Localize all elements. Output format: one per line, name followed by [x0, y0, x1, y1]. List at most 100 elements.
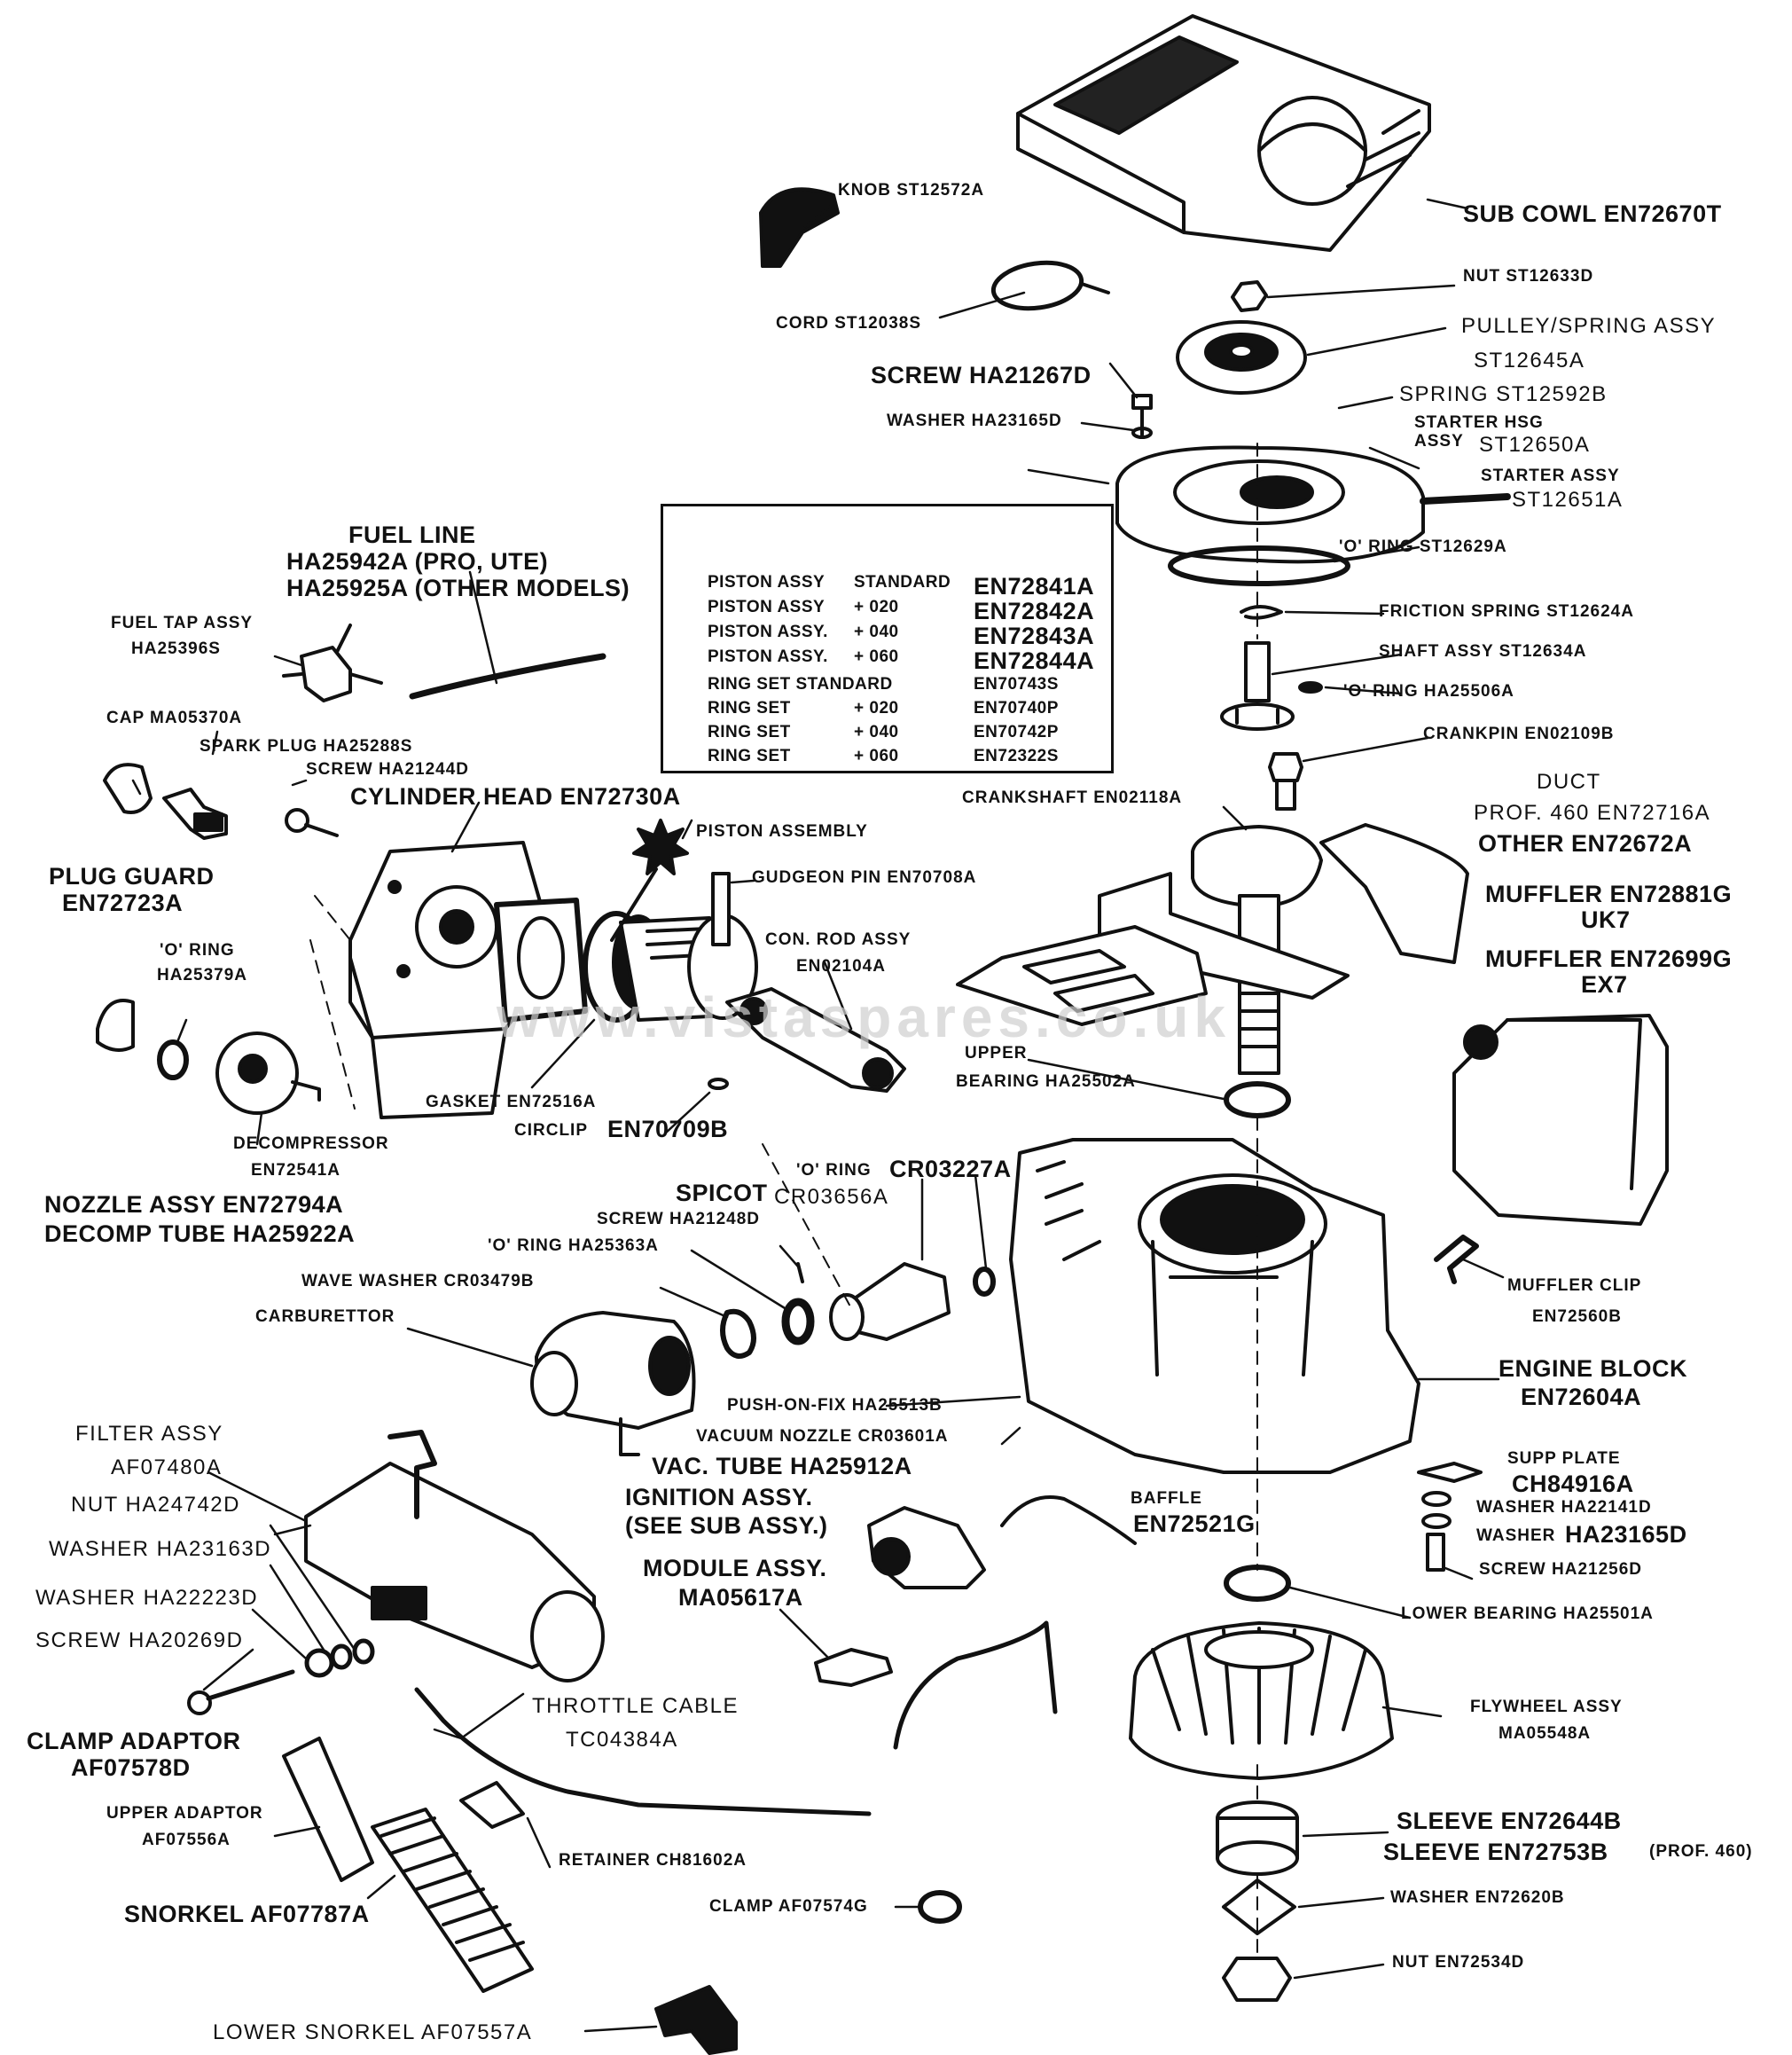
label-spicot-1: SPICOT — [676, 1180, 768, 1206]
label-con-rod-1: CON. ROD ASSY — [765, 930, 912, 949]
gudgeon-pin-part — [711, 872, 731, 946]
label-filter-2: AF07480A — [111, 1455, 223, 1479]
label-washer-ha23165b: WASHER — [1476, 1526, 1556, 1545]
circlip-part — [708, 1078, 729, 1090]
label-duct-2: PROF. 460 EN72716A — [1474, 801, 1711, 825]
clamp-part — [918, 1890, 962, 1924]
label-sub-cowl: SUB COWL EN72670T — [1463, 200, 1722, 227]
label-spicot-2: CR03656A — [774, 1185, 889, 1209]
upper-bearing-part — [1224, 1081, 1291, 1118]
lower-bearing-part — [1224, 1565, 1291, 1602]
label-o-ring-ha25379-a: 'O' RING — [160, 941, 235, 960]
decompressor-part — [215, 1031, 321, 1115]
label-gasket: GASKET EN72516A — [426, 1093, 597, 1111]
label-screw-ha20269: SCREW HA20269D — [35, 1628, 244, 1652]
label-starter-assy-1: STARTER ASSY — [1481, 467, 1620, 485]
label-sleeve-2: SLEEVE EN72753B — [1383, 1839, 1608, 1865]
label-muffler-clip-2: EN72560B — [1532, 1307, 1622, 1326]
label-o-ring-cr03227-code: CR03227A — [889, 1156, 1012, 1182]
label-nut-st: NUT ST12633D — [1463, 267, 1594, 286]
label-friction-spring: FRICTION SPRING ST12624A — [1379, 602, 1634, 621]
label-push-on-fix: PUSH-ON-FIX HA25513B — [727, 1396, 943, 1415]
label-washer-ha23165: WASHER HA23165D — [887, 412, 1062, 430]
label-fuel-tap-2: HA25396S — [131, 639, 221, 658]
long-screw-part — [187, 1669, 295, 1715]
label-module-2: MA05617A — [678, 1584, 803, 1611]
label-washer-ha23165b-code: HA23165D — [1565, 1521, 1687, 1548]
label-starter-hsg-2: ASSY — [1414, 432, 1464, 451]
crankpin-part — [1268, 752, 1303, 811]
cap-part — [103, 763, 153, 814]
label-plug-guard-2: EN72723A — [62, 890, 184, 916]
label-decompressor-2: EN72541A — [251, 1161, 340, 1180]
label-o-ring-ha25506: 'O' RING HA25506A — [1343, 682, 1514, 701]
label-screw-ha21256: SCREW HA21256D — [1479, 1560, 1642, 1579]
label-retainer: RETAINER CH81602A — [559, 1851, 747, 1870]
label-starter-hsg-3: ST12650A — [1479, 433, 1591, 457]
label-spark-plug: SPARK PLUG HA25288S — [200, 737, 413, 756]
filter-assy-part — [304, 1430, 605, 1682]
wave-washer-part — [720, 1308, 756, 1359]
label-ignition-1: IGNITION ASSY. — [625, 1484, 813, 1510]
label-washer-ha23163: WASHER HA23163D — [49, 1537, 272, 1561]
label-wave-washer: WAVE WASHER CR03479B — [301, 1272, 535, 1290]
label-fuel-line-3: HA25925A (OTHER MODELS) — [286, 575, 630, 601]
label-baffle-2: EN72521G — [1133, 1510, 1256, 1537]
label-filter-1: FILTER ASSY — [75, 1422, 223, 1446]
duct-part — [956, 823, 1469, 1026]
lower-snorkel-part — [654, 1985, 738, 2055]
label-washer-en72620: WASHER EN72620B — [1390, 1888, 1565, 1907]
label-throttle-2: TC04384A — [566, 1728, 678, 1752]
label-sleeve-1: SLEEVE EN72644B — [1397, 1808, 1622, 1834]
watermark: www.vistaspares.co.uk — [497, 985, 1231, 1049]
friction-spring-part — [1240, 605, 1283, 620]
label-circlip-code: EN70709B — [607, 1116, 729, 1142]
label-cylinder-head: CYLINDER HEAD EN72730A — [350, 783, 681, 810]
label-screw-ha21248: SCREW HA21248D — [597, 1210, 760, 1228]
label-muffler1-b: UK7 — [1581, 906, 1631, 933]
label-ignition-2: (SEE SUB ASSY.) — [625, 1512, 828, 1539]
sub-cowl-part — [1016, 14, 1431, 252]
label-pulley-1: PULLEY/SPRING ASSY — [1461, 314, 1717, 338]
carburettor-part — [530, 1311, 696, 1456]
starter-housing-part — [1115, 445, 1511, 564]
label-crankpin: CRANKPIN EN02109B — [1423, 725, 1615, 743]
sleeve-part — [1216, 1800, 1299, 1876]
label-muffler-clip-1: MUFFLER CLIP — [1507, 1276, 1642, 1295]
label-circlip: CIRCLIP — [514, 1121, 588, 1140]
retainer-part — [459, 1781, 525, 1829]
label-shaft-assy: SHAFT ASSY ST12634A — [1379, 642, 1587, 661]
cr03227-o-ring-part — [973, 1267, 996, 1297]
label-lower-bearing: LOWER BEARING HA25501A — [1401, 1604, 1654, 1623]
label-washer-ha22223: WASHER HA22223D — [35, 1586, 259, 1610]
label-pulley-2: ST12645A — [1474, 349, 1585, 373]
fuel-tap-part — [282, 624, 383, 702]
snorkel-part — [282, 1737, 534, 1993]
label-fuel-line-2: HA25942A (PRO, UTE) — [286, 548, 549, 575]
muffler-part — [1452, 1014, 1669, 1226]
cylinder-head-part — [348, 841, 543, 1119]
screw-ha21256-part — [1426, 1533, 1445, 1572]
label-screw-ha21244: SCREW HA21244D — [306, 760, 469, 779]
label-upper-bearing-2: BEARING HA25502A — [956, 1072, 1136, 1091]
piston-legend-box: PISTON ASSY STANDARD EN72841A PISTON ASS… — [661, 504, 1114, 773]
label-carburettor: CARBURETTOR — [255, 1307, 395, 1326]
module-part — [814, 1648, 893, 1687]
washer-ha22141-part — [1421, 1491, 1452, 1507]
label-piston-assembly: PISTON ASSEMBLY — [696, 822, 868, 841]
bottom-nut-part — [1222, 1957, 1292, 2002]
label-con-rod-2: EN02104A — [796, 957, 886, 976]
label-upper-adaptor-2: AF07556A — [142, 1831, 231, 1849]
label-duct-3: OTHER EN72672A — [1478, 830, 1693, 857]
label-starter-assy-2: ST12651A — [1512, 488, 1624, 512]
label-throttle-1: THROTTLE CABLE — [532, 1694, 739, 1718]
label-upper-bearing-1: UPPER — [965, 1044, 1028, 1063]
shaft-assy-part — [1220, 641, 1323, 731]
label-duct-1: DUCT — [1537, 770, 1601, 794]
square-washer-part — [1222, 1879, 1296, 1935]
supp-plate-part — [1417, 1462, 1483, 1483]
label-vacuum-nozzle: VACUUM NOZZLE CR03601A — [696, 1427, 949, 1446]
ignition-part — [867, 1506, 986, 1589]
ignition-wire — [893, 1620, 1058, 1750]
